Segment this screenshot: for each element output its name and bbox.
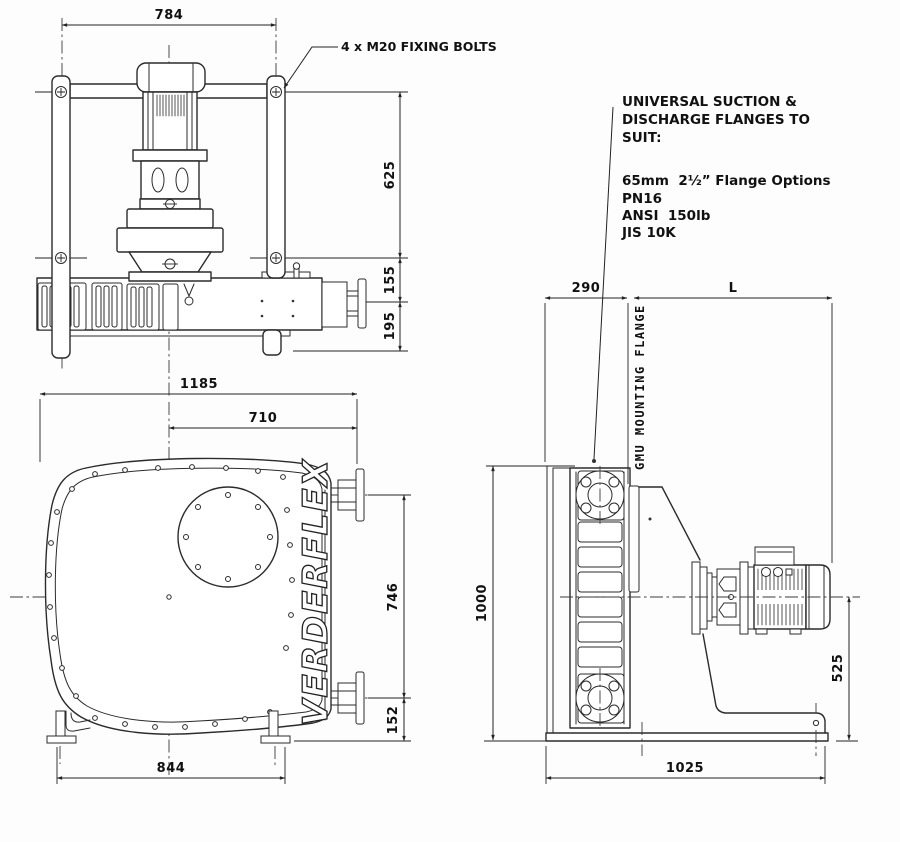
fixing-bolt bbox=[55, 252, 67, 264]
dim-label: 1000 bbox=[475, 584, 490, 622]
gmu-mounting-plate bbox=[628, 485, 640, 593]
end-pump-body bbox=[569, 466, 631, 729]
dim-end-height: 1000 bbox=[475, 465, 495, 741]
base-hole bbox=[812, 719, 820, 727]
gearbox-foot bbox=[128, 271, 212, 282]
frame-right-leg bbox=[262, 329, 282, 356]
dim-label: 746 bbox=[386, 583, 401, 612]
end-motor-assembly bbox=[691, 546, 831, 635]
side-bottom-flange bbox=[330, 671, 365, 725]
fixing-bolt bbox=[55, 86, 67, 98]
dim-label: 525 bbox=[831, 654, 846, 683]
dim-front-base: 195 bbox=[383, 301, 402, 352]
fixing-bolt bbox=[270, 86, 282, 98]
front-centerlines bbox=[61, 18, 380, 398]
dim-label: 152 bbox=[386, 706, 401, 735]
front-view: 784 625 155 195 4 x M20 FIXING BOLTS bbox=[35, 8, 497, 398]
end-view: UNIVERSAL SUCTION & DISCHARGE FLANGES TO… bbox=[475, 94, 860, 784]
end-top-flange bbox=[575, 470, 625, 521]
inspection-port bbox=[177, 486, 279, 588]
dim-label: 195 bbox=[383, 312, 398, 341]
center-mark bbox=[166, 594, 172, 600]
dim-side-feet: 844 bbox=[56, 761, 286, 780]
dim-end-depth: 290 bbox=[544, 281, 628, 300]
vent-pin bbox=[292, 262, 301, 270]
dim-label: 1025 bbox=[666, 761, 704, 776]
flange-option: ANSI 150lb bbox=[622, 208, 711, 224]
gmu-flange-label: GMU MOUNTING FLANGE bbox=[633, 304, 647, 470]
frame-right-post bbox=[266, 75, 286, 279]
dim-front-width: 784 bbox=[61, 8, 277, 27]
side-feet bbox=[46, 710, 291, 744]
dim-label: 155 bbox=[383, 266, 398, 295]
dim-label: 784 bbox=[155, 8, 184, 23]
housing-bolt-holes bbox=[46, 464, 295, 730]
side-top-flange bbox=[330, 468, 365, 522]
support-bracket bbox=[638, 486, 826, 734]
flange-option: PN16 bbox=[622, 191, 662, 207]
dim-end-base-length: 1025 bbox=[545, 761, 826, 780]
dim-side-ports-y: 746 bbox=[386, 494, 406, 699]
fixing-bolts-callout: 4 x M20 FIXING BOLTS bbox=[283, 39, 497, 89]
motor-flange bbox=[132, 149, 208, 162]
brand-logo: VERDERFLEX bbox=[296, 458, 336, 726]
fixing-bolt bbox=[270, 252, 282, 264]
dim-label: 1185 bbox=[180, 377, 218, 392]
flange-note: UNIVERSAL SUCTION & DISCHARGE FLANGES TO… bbox=[592, 94, 831, 463]
casing-top-rib bbox=[261, 271, 311, 279]
gearbox-upper bbox=[126, 208, 214, 229]
flange-option: JIS 10K bbox=[621, 225, 676, 241]
pump-housing: VERDERFLEX bbox=[44, 458, 337, 735]
fixing-bolts-label: 4 x M20 FIXING BOLTS bbox=[341, 39, 497, 54]
base-plate bbox=[545, 465, 829, 742]
flange-note-line: UNIVERSAL SUCTION & bbox=[622, 94, 797, 110]
motor-fan-cap bbox=[136, 62, 206, 93]
dim-side-port-base: 152 bbox=[386, 697, 406, 742]
dim-side-length: 1185 bbox=[39, 377, 358, 396]
gearbox-lower bbox=[116, 227, 224, 253]
dim-label: 625 bbox=[383, 161, 398, 190]
dim-label: 710 bbox=[249, 411, 278, 426]
dim-side-port-x: 710 bbox=[168, 411, 358, 430]
dim-label: L bbox=[729, 281, 738, 296]
flange-note-line: SUIT: bbox=[622, 130, 662, 146]
flange-note-line: DISCHARGE FLANGES TO bbox=[622, 112, 810, 128]
front-motor-stack bbox=[116, 62, 224, 282]
dim-label: 290 bbox=[572, 281, 601, 296]
terminal-box bbox=[754, 546, 795, 566]
dim-label: 844 bbox=[157, 761, 186, 776]
frame-left-post bbox=[51, 75, 71, 359]
dim-front-height: 625 bbox=[383, 91, 402, 259]
motor-body bbox=[142, 91, 198, 151]
front-discharge-port bbox=[321, 278, 367, 329]
dim-front-port-offset: 155 bbox=[383, 257, 402, 303]
dim-end-motor-length: L bbox=[633, 281, 833, 300]
side-view: VERDERFLEX 1185 bbox=[10, 377, 411, 784]
flange-option: 65mm 2½” Flange Options bbox=[622, 173, 831, 189]
dim-end-axis-height: 525 bbox=[831, 596, 851, 741]
lantern-bracket bbox=[140, 160, 200, 200]
front-lifting-frame bbox=[51, 75, 286, 359]
